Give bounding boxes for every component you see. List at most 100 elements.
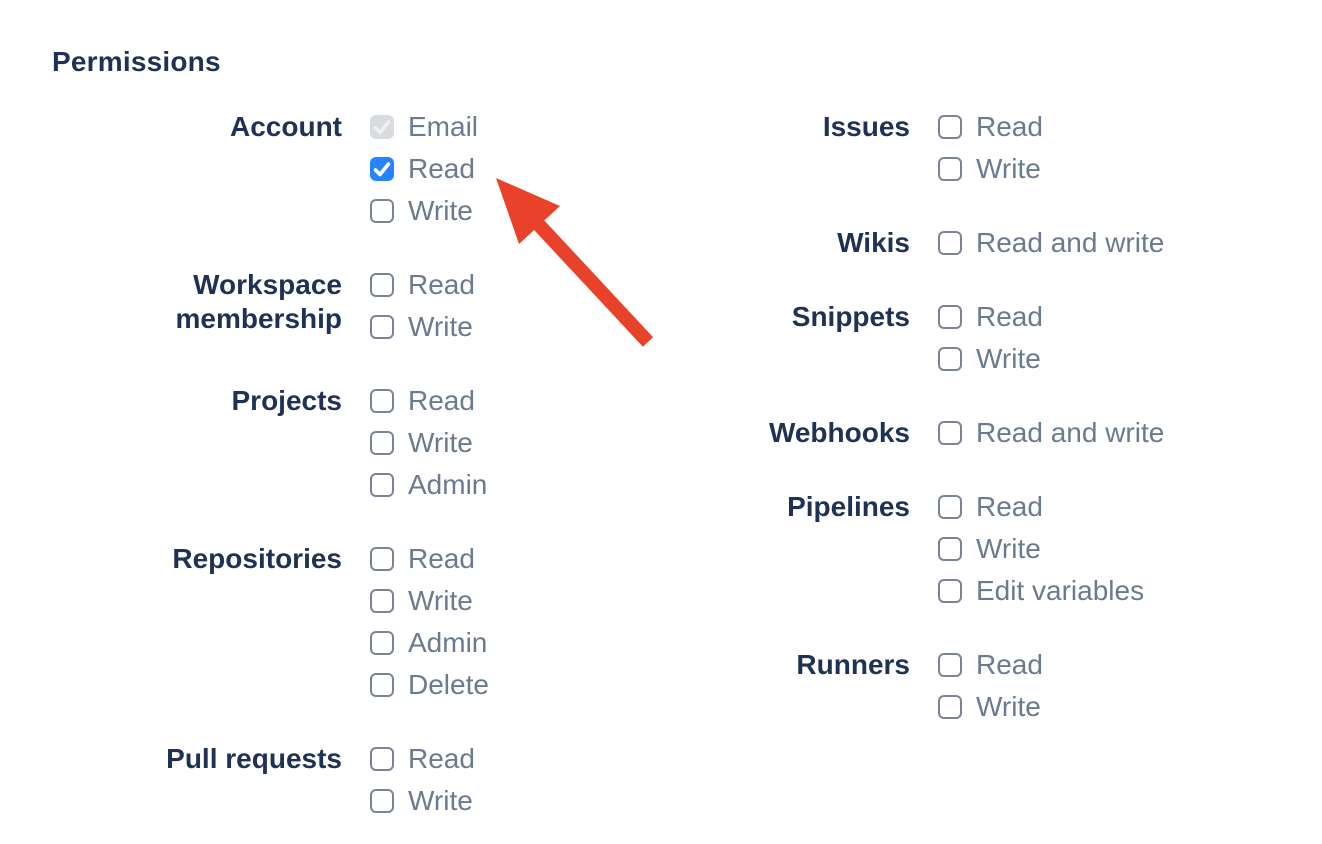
permission-category-label: Projects bbox=[231, 385, 343, 416]
page-title: Permissions bbox=[52, 46, 221, 77]
account-email-option: Email bbox=[370, 106, 478, 148]
pull-requests-read-checkbox[interactable] bbox=[370, 747, 394, 771]
pipelines-read-checkbox[interactable] bbox=[938, 495, 962, 519]
permission-category-label: Runners bbox=[796, 649, 910, 680]
repositories-write-checkbox[interactable] bbox=[370, 589, 394, 613]
permission-group-webhooks: Webhooks Read and write bbox=[640, 412, 1164, 454]
repositories-delete-option[interactable]: Delete bbox=[370, 664, 489, 706]
checkbox-label: Write bbox=[976, 691, 1041, 722]
projects-read-checkbox[interactable] bbox=[370, 389, 394, 413]
repositories-admin-option[interactable]: Admin bbox=[370, 622, 489, 664]
snippets-write-option[interactable]: Write bbox=[938, 338, 1043, 380]
checkbox-label: Write bbox=[408, 311, 473, 342]
permission-options: Read and write bbox=[938, 222, 1164, 264]
checkbox-label: Admin bbox=[408, 469, 488, 500]
workspace-membership-read-checkbox[interactable] bbox=[370, 273, 394, 297]
wikis-read-and-write-checkbox[interactable] bbox=[938, 231, 962, 255]
pipelines-write-checkbox[interactable] bbox=[938, 537, 962, 561]
issues-read-option[interactable]: Read bbox=[938, 106, 1043, 148]
projects-write-option[interactable]: Write bbox=[370, 422, 487, 464]
workspace-membership-read-option[interactable]: Read bbox=[370, 264, 475, 306]
permission-category-label: Snippets bbox=[791, 301, 910, 332]
checkbox-label: Read bbox=[408, 543, 475, 574]
permission-category-label: Account bbox=[230, 111, 342, 142]
runners-read-checkbox[interactable] bbox=[938, 653, 962, 677]
checkbox-label: Write bbox=[976, 533, 1041, 564]
checkbox-label: Email bbox=[408, 111, 479, 142]
pull-requests-write-option[interactable]: Write bbox=[370, 780, 475, 822]
projects-admin-checkbox[interactable] bbox=[370, 473, 394, 497]
checkbox-label: Edit variables bbox=[976, 575, 1145, 606]
runners-read-option[interactable]: Read bbox=[938, 644, 1043, 686]
repositories-delete-checkbox[interactable] bbox=[370, 673, 394, 697]
checkbox-label: Read bbox=[408, 385, 475, 416]
account-read-checkbox[interactable] bbox=[370, 157, 394, 181]
checkbox-label: Write bbox=[976, 153, 1041, 184]
pipelines-read-option[interactable]: Read bbox=[938, 486, 1144, 528]
account-read-option[interactable]: Read bbox=[370, 148, 478, 190]
checkbox-label: Read bbox=[976, 111, 1043, 142]
checkbox-label: Write bbox=[408, 427, 473, 458]
issues-write-option[interactable]: Write bbox=[938, 148, 1043, 190]
pull-requests-read-option[interactable]: Read bbox=[370, 738, 475, 780]
permission-category-label: Webhooks bbox=[768, 417, 910, 448]
permission-group-wikis: Wikis Read and write bbox=[640, 222, 1164, 264]
projects-write-checkbox[interactable] bbox=[370, 431, 394, 455]
permission-options: Read and write bbox=[938, 412, 1164, 454]
repositories-admin-checkbox[interactable] bbox=[370, 631, 394, 655]
webhooks-read-and-write-checkbox[interactable] bbox=[938, 421, 962, 445]
workspace-membership-write-checkbox[interactable] bbox=[370, 315, 394, 339]
checkbox-label: Write bbox=[408, 195, 473, 226]
checkbox-label: Write bbox=[408, 785, 473, 816]
permission-category-label: Workspace membership bbox=[175, 269, 343, 334]
snippets-read-checkbox[interactable] bbox=[938, 305, 962, 329]
snippets-read-option[interactable]: Read bbox=[938, 296, 1043, 338]
webhooks-read-and-write-option[interactable]: Read and write bbox=[938, 412, 1164, 454]
repositories-read-checkbox[interactable] bbox=[370, 547, 394, 571]
pipelines-edit-variables-checkbox[interactable] bbox=[938, 579, 962, 603]
workspace-membership-write-option[interactable]: Write bbox=[370, 306, 475, 348]
checkbox-label: Read bbox=[976, 301, 1043, 332]
permission-category-label: Issues bbox=[822, 111, 910, 142]
checkbox-label: Write bbox=[408, 585, 473, 616]
checkbox-label: Read and write bbox=[976, 417, 1165, 448]
account-write-option[interactable]: Write bbox=[370, 190, 478, 232]
checkbox-label: Read bbox=[408, 269, 475, 300]
wikis-read-and-write-option[interactable]: Read and write bbox=[938, 222, 1164, 264]
checkbox-label: Read and write bbox=[976, 227, 1165, 258]
account-write-checkbox[interactable] bbox=[370, 199, 394, 223]
snippets-write-checkbox[interactable] bbox=[938, 347, 962, 371]
permission-category-label: Pipelines bbox=[787, 491, 910, 522]
checkbox-label: Read bbox=[976, 491, 1043, 522]
permission-category-label: Wikis bbox=[837, 227, 910, 258]
account-email-checkbox bbox=[370, 115, 394, 139]
runners-write-checkbox[interactable] bbox=[938, 695, 962, 719]
pipelines-edit-variables-option[interactable]: Edit variables bbox=[938, 570, 1144, 612]
repositories-write-option[interactable]: Write bbox=[370, 580, 489, 622]
pull-requests-write-checkbox[interactable] bbox=[370, 789, 394, 813]
projects-read-option[interactable]: Read bbox=[370, 380, 487, 422]
projects-admin-option[interactable]: Admin bbox=[370, 464, 487, 506]
issues-read-checkbox[interactable] bbox=[938, 115, 962, 139]
pipelines-write-option[interactable]: Write bbox=[938, 528, 1144, 570]
issues-write-checkbox[interactable] bbox=[938, 157, 962, 181]
runners-write-option[interactable]: Write bbox=[938, 686, 1043, 728]
repositories-read-option[interactable]: Read bbox=[370, 538, 489, 580]
